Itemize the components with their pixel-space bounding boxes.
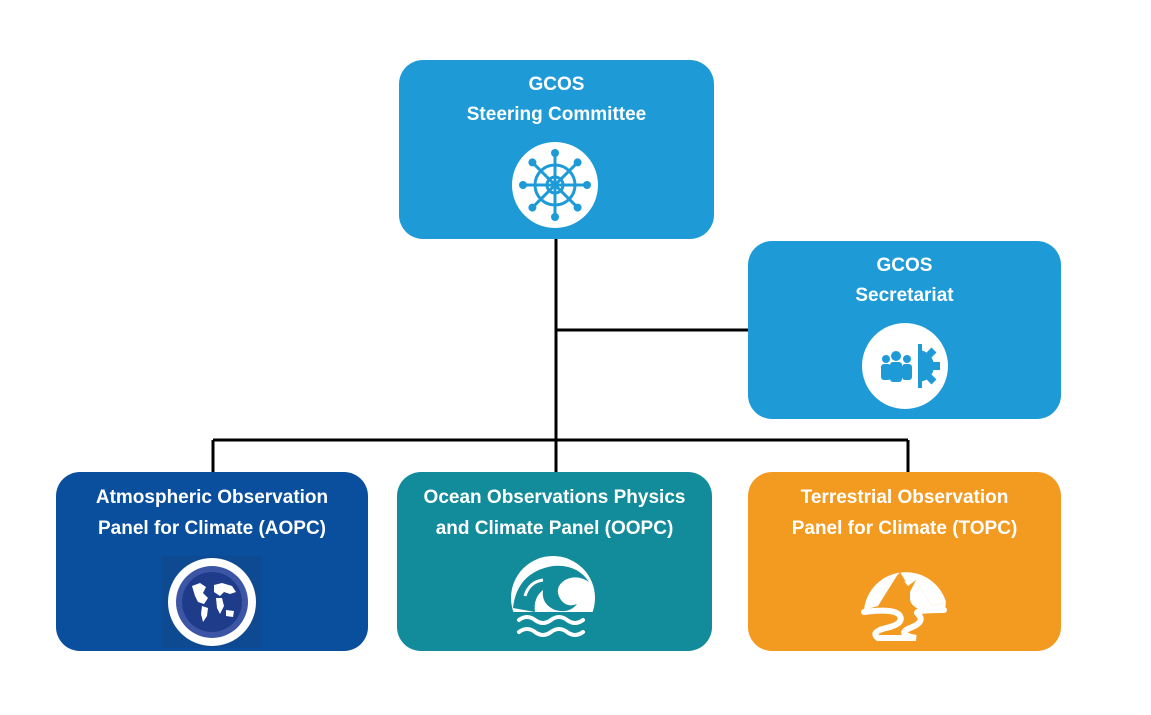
aopc-title-line1: Atmospheric Observation (95, 487, 329, 508)
topc-title-line1: Terrestrial Observation (800, 487, 1009, 508)
ship-wheel-icon (512, 142, 598, 228)
secretariat-box: GCOS Secretariat (748, 241, 1061, 419)
oopc-title-line1: Ocean Observations Physics (423, 487, 686, 508)
steering-committee-title-line2: Steering Committee (466, 104, 647, 125)
steering-committee-title-line1: GCOS (528, 74, 585, 95)
oopc-box: Ocean Observations Physics and Climate P… (397, 472, 712, 651)
topc-box: Terrestrial Observation Panel for Climat… (748, 472, 1061, 651)
steering-committee-box: GCOS Steering Committee (399, 60, 714, 239)
aopc-title-line2: Panel for Climate (AOPC) (97, 518, 327, 539)
aopc-box: Atmospheric Observation Panel for Climat… (56, 472, 368, 651)
team-gear-icon (862, 323, 948, 409)
globe-icon (162, 556, 262, 648)
mountain-river-icon (861, 572, 947, 641)
secretariat-title-line2: Secretariat (855, 285, 954, 306)
waves-icon (507, 556, 599, 644)
secretariat-title-line1: GCOS (876, 255, 933, 276)
oopc-title-line2: and Climate Panel (OOPC) (435, 518, 674, 539)
topc-title-line2: Panel for Climate (TOPC) (791, 518, 1018, 539)
